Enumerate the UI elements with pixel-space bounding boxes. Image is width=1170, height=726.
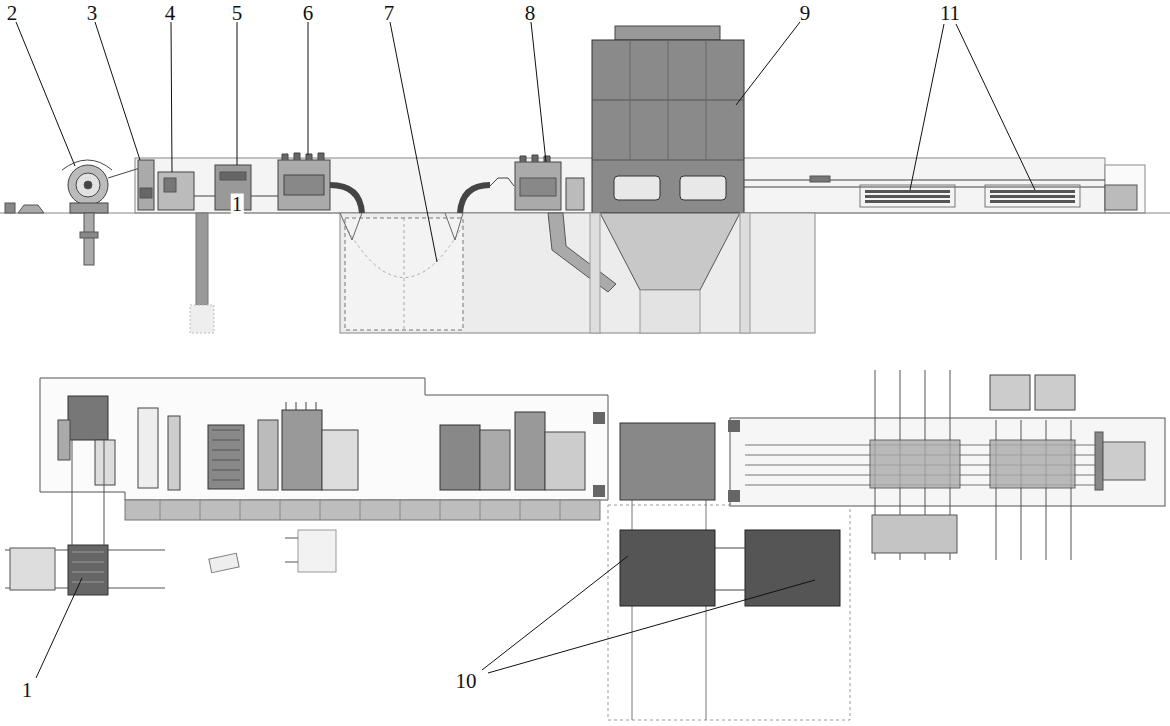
callout-number: 6 — [302, 2, 315, 23]
plan-view — [5, 370, 1165, 720]
callout-number: 1 — [21, 680, 34, 701]
callout-number: 7 — [383, 2, 396, 23]
callout-number: 4 — [164, 2, 177, 23]
side-elevation — [0, 26, 1170, 333]
callout-number: 1 — [231, 194, 244, 215]
leader-lines — [16, 22, 1035, 678]
callout-number: 11 — [939, 2, 961, 23]
callout-number: 10 — [455, 671, 478, 692]
callout-number: 8 — [524, 2, 537, 23]
callout-number: 5 — [231, 2, 244, 23]
callout-number: 3 — [86, 2, 99, 23]
callout-number: 9 — [799, 2, 812, 23]
callout-number: 2 — [6, 2, 19, 23]
